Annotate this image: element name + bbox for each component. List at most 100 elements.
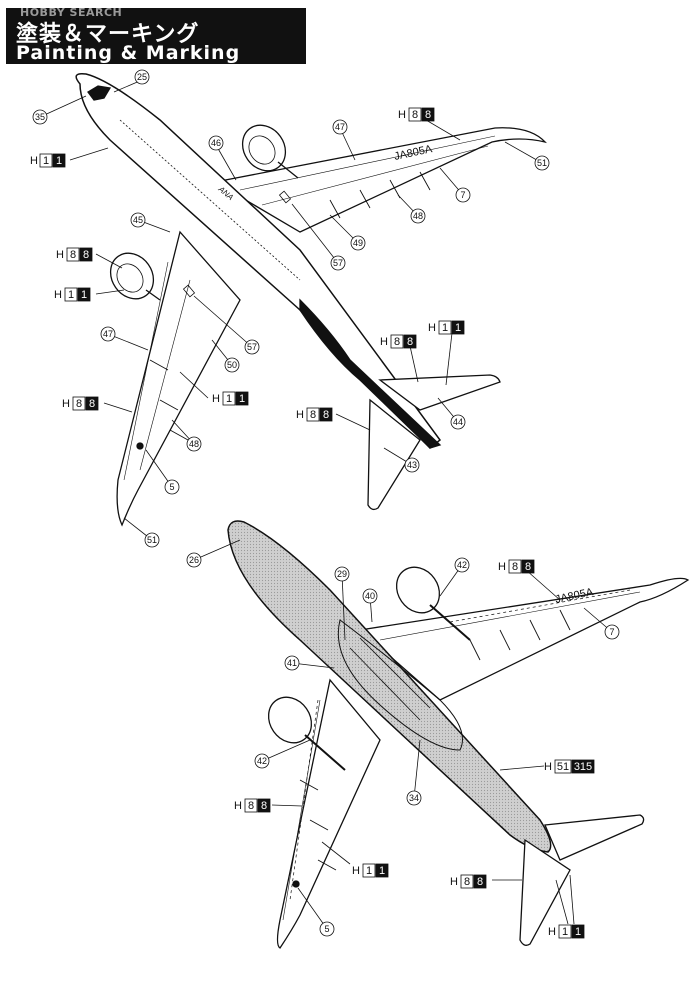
svg-text:8: 8	[76, 398, 82, 410]
svg-text:8: 8	[89, 398, 95, 410]
callouts-top: 25 35 46 47 51 7 48 45 49 57 57 50	[32, 69, 550, 548]
callout-25: 25	[137, 72, 147, 82]
svg-text:H: H	[450, 876, 458, 888]
color-ref-h88-wing-top: H 8 8	[62, 396, 133, 413]
svg-text:8: 8	[425, 109, 431, 121]
bottom-view-aircraft	[227, 520, 690, 949]
svg-text:1: 1	[239, 393, 245, 405]
svg-text:1: 1	[43, 155, 49, 167]
svg-text:8: 8	[412, 109, 418, 121]
color-ref-h88-wingtip-bottom: H 8 8	[498, 559, 561, 601]
bottom-left-engine	[267, 696, 346, 771]
svg-text:8: 8	[248, 800, 254, 812]
top-left-engine	[109, 252, 161, 301]
callout-57a: 57	[333, 258, 343, 268]
bottom-left-stabilizer	[519, 838, 571, 946]
callout-47b: 47	[103, 329, 113, 339]
title-english: Painting & Marking	[16, 42, 241, 64]
top-right-stabilizer	[378, 374, 501, 411]
callout-46: 46	[211, 138, 221, 148]
svg-text:8: 8	[477, 876, 483, 888]
callout-50: 50	[227, 360, 237, 370]
color-ref-h11-flap-bottom: H 1 1	[321, 841, 389, 878]
color-ref-h11-nose: H 1 1	[30, 147, 109, 168]
svg-text:H: H	[548, 926, 556, 938]
svg-text:315: 315	[574, 761, 592, 773]
svg-text:H: H	[30, 155, 38, 167]
svg-text:1: 1	[226, 393, 232, 405]
svg-text:H: H	[352, 865, 360, 877]
callout-51b: 51	[147, 535, 157, 545]
callout-47a: 47	[335, 122, 345, 132]
bottom-right-wing	[358, 577, 690, 701]
color-ref-h11-stab-top: H 1 1	[428, 320, 465, 386]
callout-43: 43	[407, 460, 417, 470]
svg-text:H: H	[544, 761, 552, 773]
callout-49: 49	[353, 238, 363, 248]
callout-51a: 51	[537, 158, 547, 168]
title-banner: HOBBY SEARCH 塗装＆マーキング Painting & Marking	[6, 6, 306, 64]
svg-text:1: 1	[379, 865, 385, 877]
top-left-wing	[116, 230, 241, 527]
svg-text:H: H	[212, 393, 220, 405]
svg-text:51: 51	[557, 761, 569, 773]
callout-42b: 42	[257, 756, 267, 766]
color-ref-h11-engine-top: H 1 1	[54, 287, 125, 302]
top-right-engine	[241, 124, 299, 179]
color-ref-h88-wingtip-top: H 8 8	[398, 107, 461, 141]
color-ref-h88-stab-left-top: H 8 8	[296, 407, 371, 431]
svg-text:H: H	[398, 109, 406, 121]
svg-text:8: 8	[407, 336, 413, 348]
svg-text:1: 1	[562, 926, 568, 938]
svg-text:8: 8	[310, 409, 316, 421]
color-ref-h88-stab-top: H 8 8	[380, 334, 419, 383]
svg-text:H: H	[296, 409, 304, 421]
color-refs: H 1 1 H 8 8 H 8 8 H 1	[30, 107, 595, 939]
svg-text:H: H	[62, 398, 70, 410]
svg-text:1: 1	[56, 155, 62, 167]
callout-35: 35	[35, 112, 45, 122]
callout-34: 34	[409, 793, 419, 803]
color-ref-h51-315: H 51 315	[499, 759, 595, 774]
callout-42a: 42	[457, 560, 467, 570]
top-fuselage	[75, 72, 442, 450]
svg-text:1: 1	[366, 865, 372, 877]
color-ref-h88-engine-top: H 8 8	[56, 247, 123, 269]
svg-text:8: 8	[323, 409, 329, 421]
top-view-aircraft	[75, 72, 547, 527]
svg-text:8: 8	[394, 336, 400, 348]
callout-7a: 7	[460, 190, 465, 200]
top-fuselage-stripe	[299, 298, 442, 449]
svg-text:1: 1	[68, 289, 74, 301]
callout-48a: 48	[413, 211, 423, 221]
svg-text:1: 1	[455, 322, 461, 334]
svg-text:H: H	[380, 336, 388, 348]
callout-5a: 5	[169, 482, 174, 492]
callout-26: 26	[189, 555, 199, 565]
svg-text:1: 1	[81, 289, 87, 301]
svg-text:8: 8	[525, 561, 531, 573]
watermark: HOBBY SEARCH	[20, 6, 123, 19]
bottom-right-stabilizer	[544, 814, 645, 861]
svg-text:8: 8	[261, 800, 267, 812]
bottom-left-wing	[276, 678, 381, 949]
top-left-stabilizer	[367, 398, 421, 511]
callout-7b: 7	[609, 627, 614, 637]
callout-5b: 5	[324, 924, 329, 934]
svg-text:8: 8	[70, 249, 76, 261]
callouts-bottom: 26 29 40 42 41 42 34 7 5	[186, 539, 620, 937]
color-ref-h11-stab-bottom: H 1 1	[548, 874, 585, 939]
callout-41: 41	[287, 658, 297, 668]
color-ref-h88-stab-bottom: H 8 8	[450, 874, 522, 889]
svg-text:8: 8	[83, 249, 89, 261]
color-ref-h11-flap-top: H 1 1	[179, 371, 249, 406]
callout-44: 44	[453, 417, 463, 427]
svg-text:1: 1	[575, 926, 581, 938]
callout-40: 40	[365, 591, 375, 601]
svg-text:H: H	[234, 800, 242, 812]
svg-text:8: 8	[464, 876, 470, 888]
callout-45: 45	[133, 215, 143, 225]
callout-57b: 57	[247, 342, 257, 352]
